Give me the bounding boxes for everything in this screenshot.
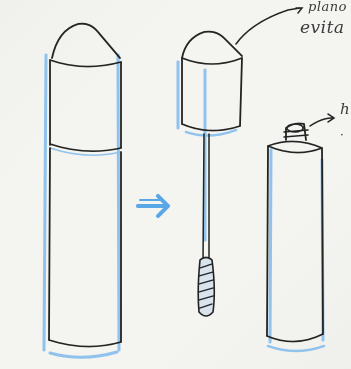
annotation-right-line-1: h xyxy=(340,100,351,118)
wand-stem-left xyxy=(203,134,204,262)
annotation-top-line-2: evita xyxy=(300,18,351,40)
closed-tube-blue-left xyxy=(44,55,46,350)
closed-tube-body-left xyxy=(49,148,50,340)
annotation-top-line-1: plano xyxy=(308,0,351,16)
annotation-right-line-2: · xyxy=(340,128,351,138)
closed-tube-blue-right xyxy=(118,55,119,350)
open-tube-blue-left xyxy=(270,150,271,342)
open-tube-side-left xyxy=(267,146,268,336)
open-tube-side-right xyxy=(322,148,323,334)
